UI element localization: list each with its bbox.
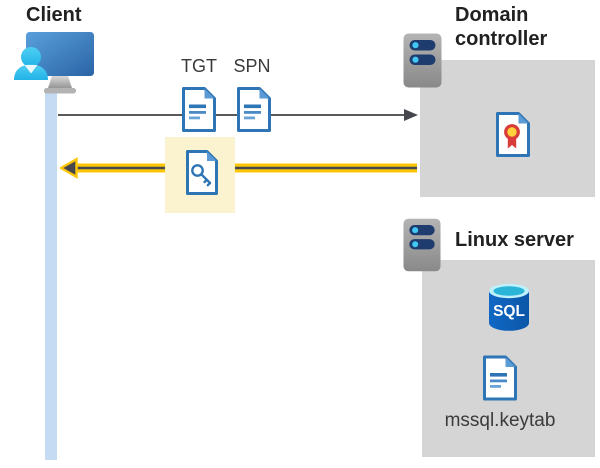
spn-label: SPN	[233, 56, 271, 76]
tgt-document-icon	[182, 87, 216, 132]
sql-badge-text: SQL	[493, 303, 525, 320]
domain-controller-label: Domain controller	[455, 4, 548, 50]
linux-server-label: Linux server	[455, 229, 574, 251]
spn-document-icon	[237, 87, 271, 132]
keytab-document-icon	[483, 355, 517, 401]
workstation-user-icon	[14, 32, 94, 94]
tgt-label: TGT	[181, 56, 217, 76]
certificate-icon	[496, 112, 530, 157]
linux-server-icon	[403, 218, 441, 272]
domain-controller-server-icon	[403, 33, 442, 88]
keytab-filename-label: mssql.keytab	[444, 410, 556, 431]
key-document-icon	[186, 150, 218, 195]
sql-database-icon: SQL	[489, 283, 529, 331]
request-arrow-icon	[58, 109, 418, 121]
response-arrow-icon	[60, 157, 417, 179]
client-timeline-bar	[45, 93, 57, 460]
client-label: Client	[26, 4, 82, 26]
